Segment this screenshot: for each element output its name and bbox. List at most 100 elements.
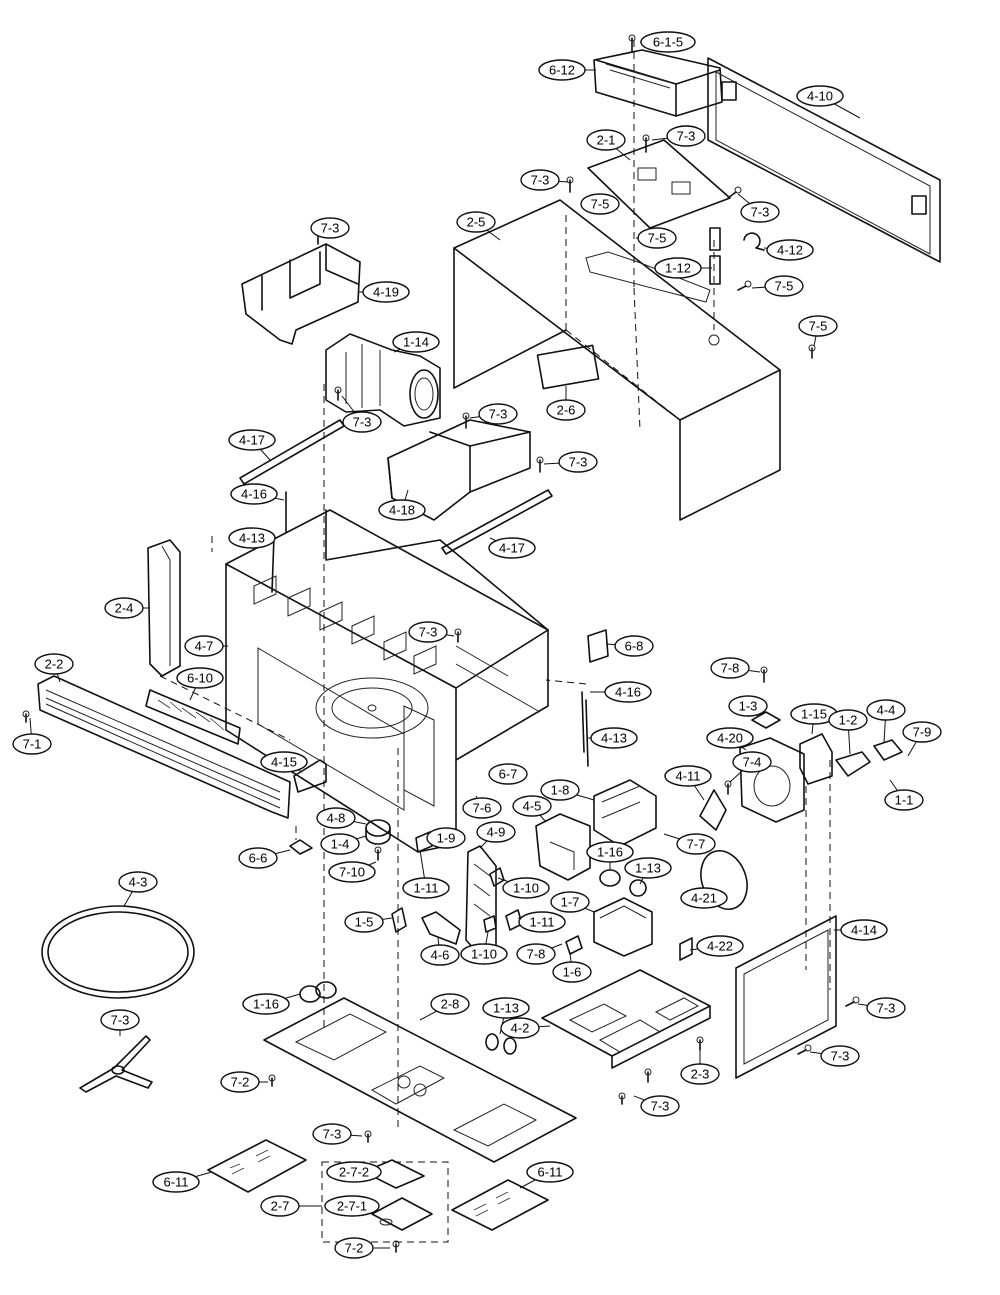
callout-7-2: 7-2 (220, 1071, 268, 1093)
callout-oval (334, 1237, 374, 1259)
callout-oval (728, 695, 768, 717)
callout-label: 6-12 (549, 63, 575, 78)
callout-4-21: 4-21 (680, 887, 728, 909)
part-4-9-latch-bracket (465, 845, 497, 959)
callout-label: 4-12 (777, 243, 803, 258)
callout-7-3: 7-3 (341, 395, 382, 433)
callout-oval (104, 597, 144, 619)
callout-oval (344, 911, 384, 933)
callout-2-4: 2-4 (104, 597, 150, 619)
callout-label: 4-8 (327, 811, 346, 826)
callout-oval (664, 765, 712, 787)
callout-2-7: 2-7 (260, 1195, 322, 1217)
callout-label: 1-16 (597, 845, 623, 860)
callout-1-7: 1-7 (550, 891, 595, 913)
callout-oval (184, 635, 224, 657)
callout-4-15: 4-15 (260, 751, 308, 773)
callout-4-6: 4-6 (420, 937, 460, 966)
part-1-12-fuse (709, 227, 721, 285)
callout-oval (654, 257, 702, 279)
callout-6-7: 6-7 (488, 763, 528, 785)
callout-oval (220, 1071, 260, 1093)
callout-oval (764, 275, 804, 297)
callout-oval (640, 1095, 680, 1117)
callout-label: 2-4 (115, 601, 134, 616)
callout-label: 1-8 (551, 783, 570, 798)
callout-1-11: 1-11 (517, 911, 566, 933)
callout-oval (518, 911, 566, 933)
callout-oval (796, 85, 844, 107)
callout-oval (260, 751, 308, 773)
callout-oval (558, 451, 598, 473)
callout-label: 6-8 (625, 639, 644, 654)
part-4-5-stirrer-cover (535, 813, 591, 881)
callout-label: 4-3 (129, 875, 148, 890)
callout-7-5: 7-5 (580, 193, 620, 215)
callout-6-10: 6-10 (176, 667, 224, 701)
part-4-6-latch (421, 911, 461, 945)
callout-4-13: 4-13 (228, 527, 276, 549)
callout-label: 4-18 (389, 503, 415, 518)
callout-1-5: 1-5 (344, 911, 393, 933)
callout-7-3: 7-3 (809, 1045, 860, 1067)
callout-oval (580, 193, 620, 215)
part-1-8-transformer (593, 779, 657, 847)
part-4-2-coupler (79, 1035, 153, 1093)
part-2-4-control-panel (147, 539, 181, 677)
callout-7-3: 7-3 (633, 1095, 680, 1117)
callout-oval (402, 877, 450, 899)
callout-4-8: 4-8 (316, 807, 367, 829)
callout-7-7: 7-7 (663, 833, 716, 855)
callout-6-11: 6-11 (152, 1171, 213, 1193)
part-4-4-bracket (873, 739, 903, 761)
callout-1-4: 1-4 (320, 833, 367, 855)
callout-oval (550, 891, 590, 913)
part-1-13-thermistor-lower (485, 1033, 517, 1055)
callout-label: 7-3 (677, 129, 696, 144)
part-4-20-fan-housing (739, 737, 805, 823)
callout-label: 7-3 (489, 407, 508, 422)
callout-label: 1-11 (529, 915, 554, 930)
callout-7-6: 7-6 (462, 795, 502, 819)
callout-oval (538, 59, 586, 81)
callout-oval (866, 997, 906, 1019)
callout-oval (840, 919, 888, 941)
callout-oval (552, 961, 592, 983)
callout-oval (614, 635, 654, 657)
callout-oval (392, 331, 440, 353)
callout-label: 2-8 (441, 997, 460, 1012)
callout-oval (546, 399, 586, 421)
callout-label: 2-6 (557, 403, 576, 418)
callout-label: 6-11 (163, 1175, 188, 1190)
callout-label: 7-8 (721, 661, 740, 676)
callout-oval (526, 1161, 574, 1183)
callout-label: 4-21 (691, 891, 717, 906)
callout-oval (230, 483, 278, 505)
callout-label: 7-7 (687, 837, 706, 852)
callout-oval (342, 411, 382, 433)
callout-oval (520, 169, 560, 191)
callout-7-3: 7-3 (737, 193, 780, 223)
callout-label: 7-3 (111, 1013, 130, 1028)
callout-label: 1-9 (437, 831, 456, 846)
part-6-12-vent-grille (593, 49, 723, 117)
callout-label: 4-14 (851, 923, 877, 938)
callout-4-10: 4-10 (796, 85, 861, 119)
part-4-17-rails (239, 419, 553, 555)
callout-label: 7-3 (531, 173, 550, 188)
callout-1-13: 1-13 (624, 857, 672, 885)
callout-7-3: 7-3 (651, 125, 706, 147)
callout-1-16: 1-16 (586, 841, 634, 870)
part-4-14-side-panel (735, 915, 837, 1079)
callout-label: 4-13 (601, 731, 627, 746)
part-2-5-outer-cabinet (453, 199, 781, 521)
callout-2-8: 2-8 (419, 993, 470, 1021)
callout-6-11: 6-11 (519, 1161, 574, 1189)
callout-2-7-2: 2-7-2 (326, 1161, 382, 1183)
callout-oval (624, 857, 672, 879)
callout-4-18: 4-18 (378, 489, 426, 521)
callout-label: 1-10 (471, 947, 497, 962)
callout-label: 2-1 (597, 133, 616, 148)
callout-label: 4-5 (523, 799, 542, 814)
